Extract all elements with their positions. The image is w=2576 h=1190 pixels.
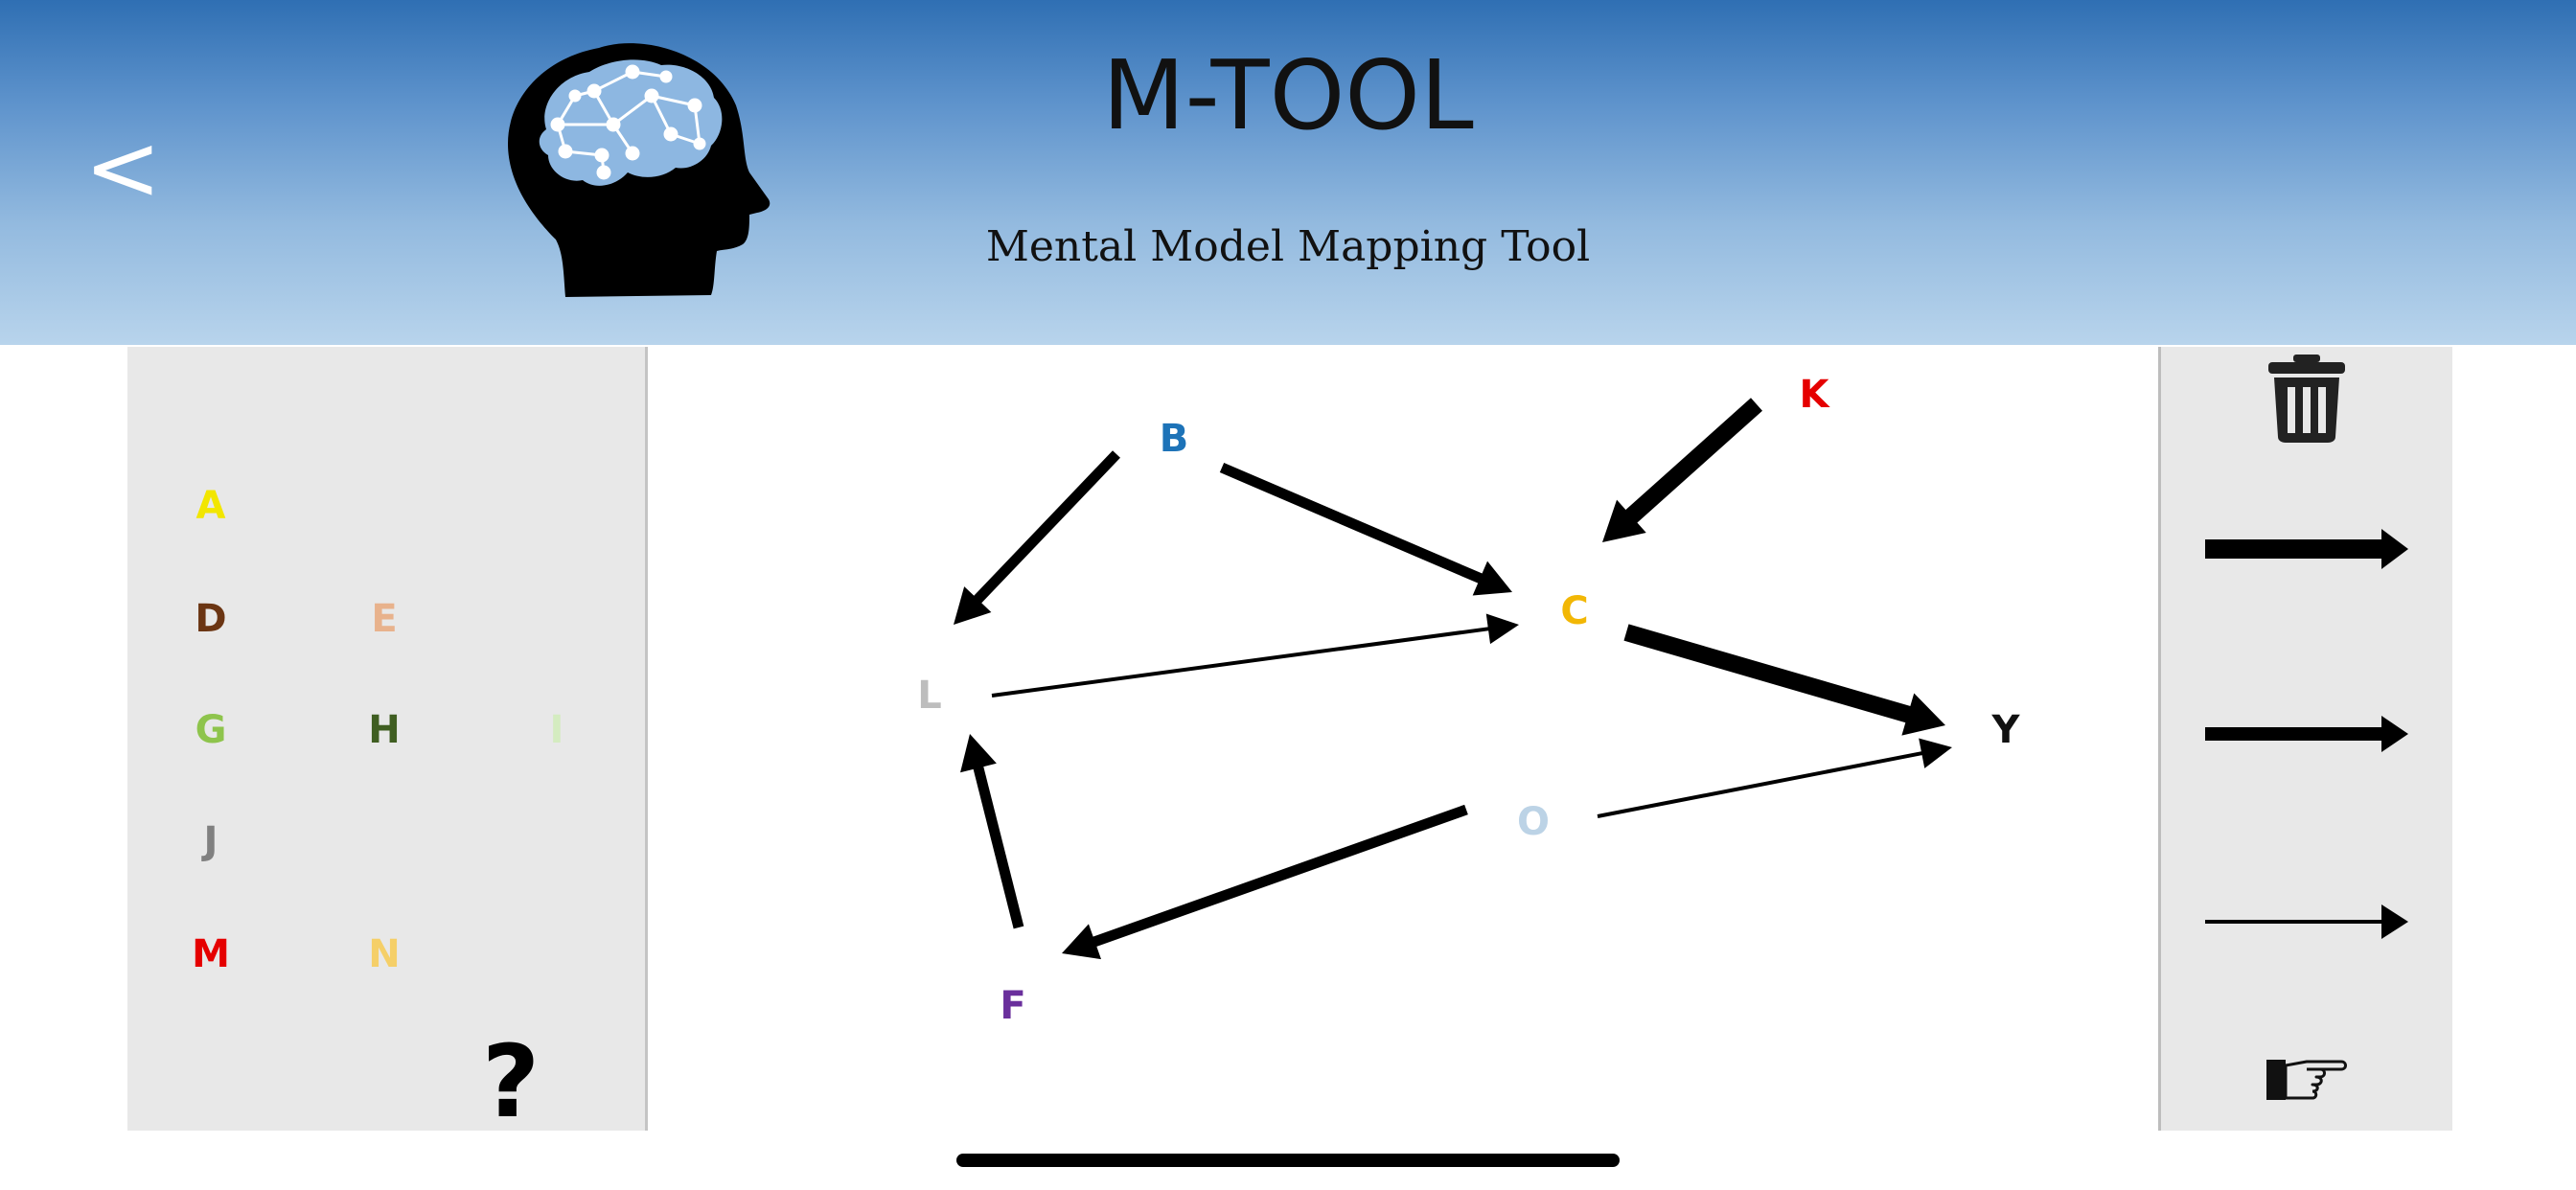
pointing-hand-icon[interactable] bbox=[2265, 1056, 2349, 1104]
medium-arrow-tool[interactable] bbox=[2203, 713, 2410, 755]
edge-line bbox=[1623, 398, 1762, 524]
edge-layer bbox=[954, 398, 1952, 960]
app-title: M-TOOL bbox=[1102, 39, 1474, 151]
node-y[interactable]: Y bbox=[1991, 708, 2021, 752]
node-l[interactable]: L bbox=[917, 674, 942, 718]
edge-line bbox=[972, 450, 1120, 605]
edge-c-to-y[interactable] bbox=[1623, 624, 1945, 736]
edge-b-to-l[interactable] bbox=[954, 450, 1120, 625]
edge-o-to-y[interactable] bbox=[1597, 738, 1952, 818]
help-button[interactable]: ? bbox=[481, 1023, 540, 1140]
node-k[interactable]: K bbox=[1800, 373, 1831, 417]
back-button[interactable]: < bbox=[84, 114, 162, 221]
thick-arrow-tool[interactable] bbox=[2203, 525, 2410, 573]
brain-head-logo bbox=[508, 43, 770, 298]
medium-arrow-icon bbox=[2205, 716, 2408, 752]
node-f[interactable]: F bbox=[1000, 984, 1025, 1028]
edge-arrowhead bbox=[1485, 613, 1519, 645]
edge-line bbox=[1597, 750, 1924, 818]
app-header: < bbox=[0, 0, 2576, 345]
app-subtitle: Mental Model Mapping Tool bbox=[985, 222, 1591, 271]
factor-palette-panel: A D E G H I J M N ? bbox=[127, 347, 648, 1140]
node-b[interactable]: B bbox=[1160, 417, 1189, 461]
edge-b-to-c[interactable] bbox=[1219, 462, 1512, 596]
palette-factor-h[interactable]: H bbox=[368, 708, 401, 752]
edge-k-to-c[interactable] bbox=[1602, 398, 1762, 542]
node-c[interactable]: C bbox=[1560, 589, 1588, 633]
edge-line bbox=[1623, 624, 1913, 723]
palette-factor-i[interactable]: I bbox=[549, 708, 564, 752]
edge-arrowhead bbox=[1901, 693, 1945, 736]
palette-factor-j[interactable]: J bbox=[203, 819, 218, 863]
palette-factor-m[interactable]: M bbox=[192, 932, 230, 976]
edge-o-to-f[interactable] bbox=[1062, 804, 1468, 960]
palette-factor-n[interactable]: N bbox=[368, 932, 401, 976]
palette-factor-g[interactable]: G bbox=[195, 708, 227, 752]
palette-factor-e[interactable]: E bbox=[371, 597, 398, 641]
edge-arrowhead bbox=[954, 586, 992, 625]
node-o[interactable]: O bbox=[1517, 800, 1550, 844]
edge-arrowhead bbox=[960, 734, 997, 773]
palette-factor-d[interactable]: D bbox=[195, 597, 227, 641]
edge-arrowhead bbox=[1919, 738, 1952, 768]
edge-line bbox=[973, 765, 1024, 929]
thick-arrow-icon bbox=[2205, 529, 2408, 569]
edge-f-to-l[interactable] bbox=[960, 734, 1024, 929]
thin-arrow-tool[interactable] bbox=[2203, 903, 2410, 941]
home-indicator bbox=[956, 1154, 1620, 1167]
edge-line bbox=[991, 627, 1491, 698]
palette-factor-a[interactable]: A bbox=[196, 484, 226, 528]
edge-l-to-c[interactable] bbox=[991, 613, 1519, 698]
edge-line bbox=[1091, 804, 1468, 948]
edge-line bbox=[1219, 462, 1484, 584]
edge-arrowhead bbox=[1062, 924, 1102, 960]
edge-arrowhead bbox=[1472, 561, 1512, 596]
trash-icon[interactable] bbox=[2266, 353, 2347, 445]
tool-panel bbox=[2158, 347, 2452, 1131]
edge-arrowhead bbox=[1602, 499, 1646, 542]
thin-arrow-icon bbox=[2205, 904, 2408, 939]
node-layer: B K C L Y O F bbox=[917, 373, 2020, 1028]
